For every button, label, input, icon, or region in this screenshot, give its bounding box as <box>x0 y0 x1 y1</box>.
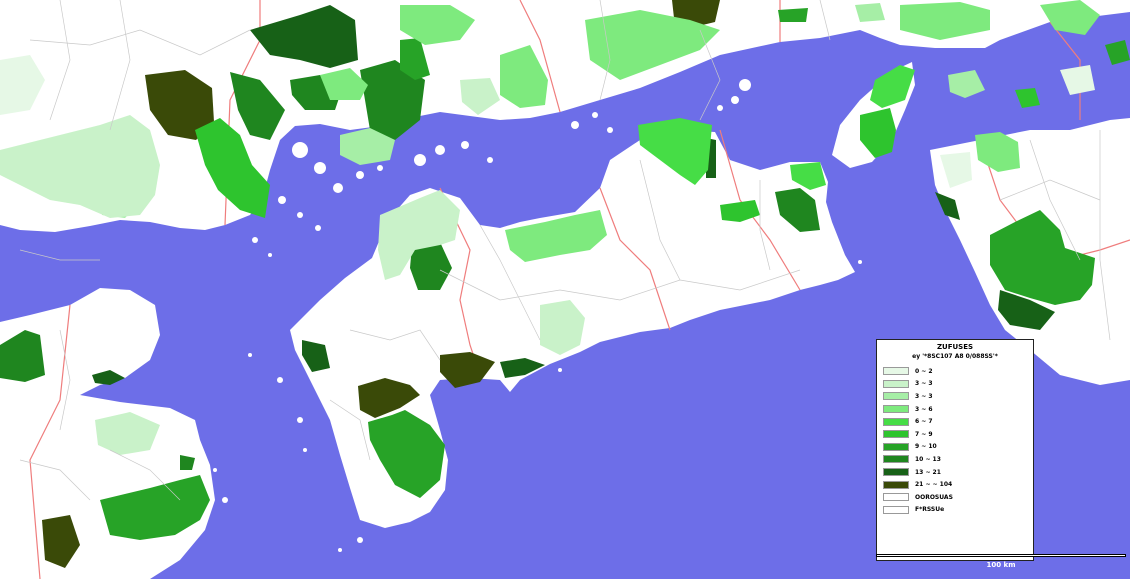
legend-row: 7 ~ 9 <box>883 428 1027 441</box>
legend-title: ZUFUSES <box>936 343 974 351</box>
scale-bar-line <box>876 554 1126 557</box>
legend-label: 7 ~ 9 <box>915 430 933 438</box>
legend-label: F*RSSUe <box>915 506 945 514</box>
municipal-borders <box>19 0 1111 501</box>
legend-row: 9 ~ 10 <box>883 441 1027 454</box>
legend-label: 13 ~ 21 <box>915 468 941 476</box>
legend-swatch <box>883 505 909 514</box>
legend-row: 3 ~ 3 <box>883 390 1027 403</box>
legend-row: 3 ~ 3 <box>883 378 1027 391</box>
legend-swatch <box>883 468 909 477</box>
legend-swatch <box>883 405 909 414</box>
legend-swatch <box>883 455 909 464</box>
legend-row: 0 ~ 2 <box>883 365 1027 378</box>
legend-swatch <box>883 442 909 451</box>
legend-rows: 0 ~ 2 3 ~ 3 3 ~ 3 3 ~ 6 6 ~ 7 7 ~ 9 9 ~ 10 10 ~… <box>883 365 1027 516</box>
legend-swatch <box>883 417 909 426</box>
legend-swatch <box>883 392 909 401</box>
legend-label: 3 ~ 3 <box>915 380 933 388</box>
legend-row: 10 ~ 13 <box>883 453 1027 466</box>
legend-label: 21 ~ ~ 104 <box>915 481 953 489</box>
legend-swatch <box>883 379 909 388</box>
legend-swatch <box>883 480 909 489</box>
scale-label: 100 km <box>986 561 1016 569</box>
legend-label: 6 ~ 7 <box>915 418 933 426</box>
land-chugoku <box>0 0 1130 232</box>
scale-bar: 100 km <box>876 552 1126 576</box>
legend-row: 21 ~ ~ 104 <box>883 478 1027 491</box>
legend-label: OOROSUAS <box>915 493 953 501</box>
legend-subtitle: ey '*8SC107 A8 0/088SS'* <box>912 353 998 360</box>
legend-label: 9 ~ 10 <box>915 443 937 451</box>
legend-label: 3 ~ 3 <box>915 392 933 400</box>
map-legend: ZUFUSES ey '*8SC107 A8 0/088SS'* 0 ~ 2 3 … <box>876 339 1034 561</box>
legend-label: 0 ~ 2 <box>915 367 933 375</box>
legend-swatch <box>883 430 909 439</box>
legend-swatch <box>883 367 909 376</box>
legend-label: 3 ~ 6 <box>915 405 933 413</box>
legend-row: OOROSUAS <box>883 491 1027 504</box>
legend-row: 6 ~ 7 <box>883 415 1027 428</box>
legend-label: 10 ~ 13 <box>915 455 941 463</box>
islands <box>213 79 862 552</box>
legend-row: F*RSSUe <box>883 504 1027 517</box>
legend-row: 13 ~ 21 <box>883 466 1027 479</box>
legend-swatch <box>883 493 909 502</box>
legend-row: 3 ~ 6 <box>883 403 1027 416</box>
